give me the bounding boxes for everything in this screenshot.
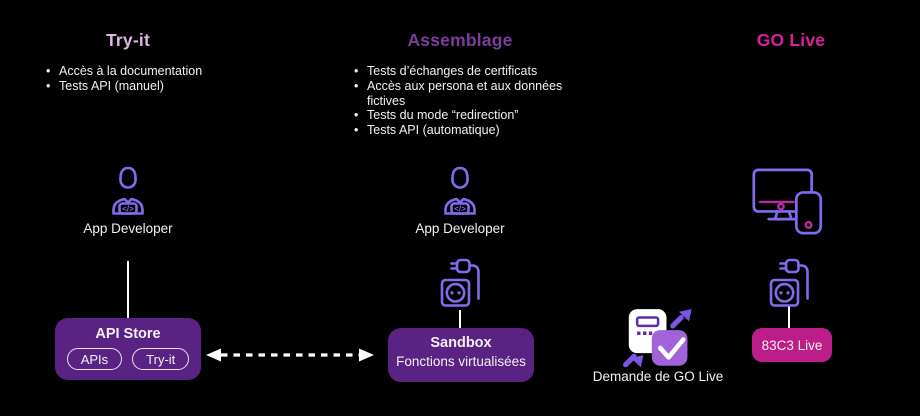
go-live-request-icon <box>623 309 692 368</box>
api-store-pill-row: APIs Try-it <box>66 348 190 370</box>
app-developer-icon: </> <box>112 166 144 215</box>
assemblage-bullet-list: Tests d’échanges de certificats Accès au… <box>352 64 584 138</box>
go-live-request-label: Demande de GO Live <box>592 369 724 384</box>
code-badge: </> <box>454 205 466 214</box>
apis-pill: APIs <box>66 348 123 370</box>
phase-title-assemblage: Assemblage <box>407 30 513 50</box>
phase-title-try-it: Try-it <box>106 30 150 50</box>
try-it-pill: Try-it <box>132 348 190 370</box>
app-developer-icon: </> <box>444 166 476 215</box>
api-store-title: API Store <box>95 326 161 342</box>
code-badge: </> <box>122 205 134 214</box>
app-developer-label: App Developer <box>415 221 505 236</box>
connector-line <box>787 306 791 329</box>
bullet-item: Tests API (manuel) <box>44 79 254 94</box>
power-socket-plug-icon <box>440 258 480 307</box>
bullet-item: Tests API (automatique) <box>352 123 584 138</box>
sandbox-title: Sandbox <box>430 335 492 351</box>
go-live-env-label: 83C3 Live <box>761 337 823 353</box>
devices-icon <box>752 168 823 235</box>
try-it-bullet-list: Accès à la documentation Tests API (manu… <box>44 64 254 94</box>
power-socket-plug-icon <box>769 258 809 307</box>
phase-title-go-live: GO Live <box>756 30 826 50</box>
bullet-item: Accès à la documentation <box>44 64 254 79</box>
bullet-item: Tests du mode “redirection” <box>352 108 584 123</box>
connector-line <box>458 310 462 329</box>
api-store-box: API Store APIs Try-it <box>55 318 201 380</box>
dashed-double-arrow-icon <box>206 348 374 362</box>
sandbox-subtitle: Fonctions virtualisées <box>396 354 526 369</box>
connector-line <box>126 261 130 319</box>
bullet-item: Accès aux persona et aux données fictive… <box>352 79 584 109</box>
bullet-item: Tests d’échanges de certificats <box>352 64 584 79</box>
go-live-env-box: 83C3 Live <box>752 328 832 362</box>
sandbox-box: Sandbox Fonctions virtualisées <box>388 328 534 382</box>
app-developer-label: App Developer <box>83 221 173 236</box>
